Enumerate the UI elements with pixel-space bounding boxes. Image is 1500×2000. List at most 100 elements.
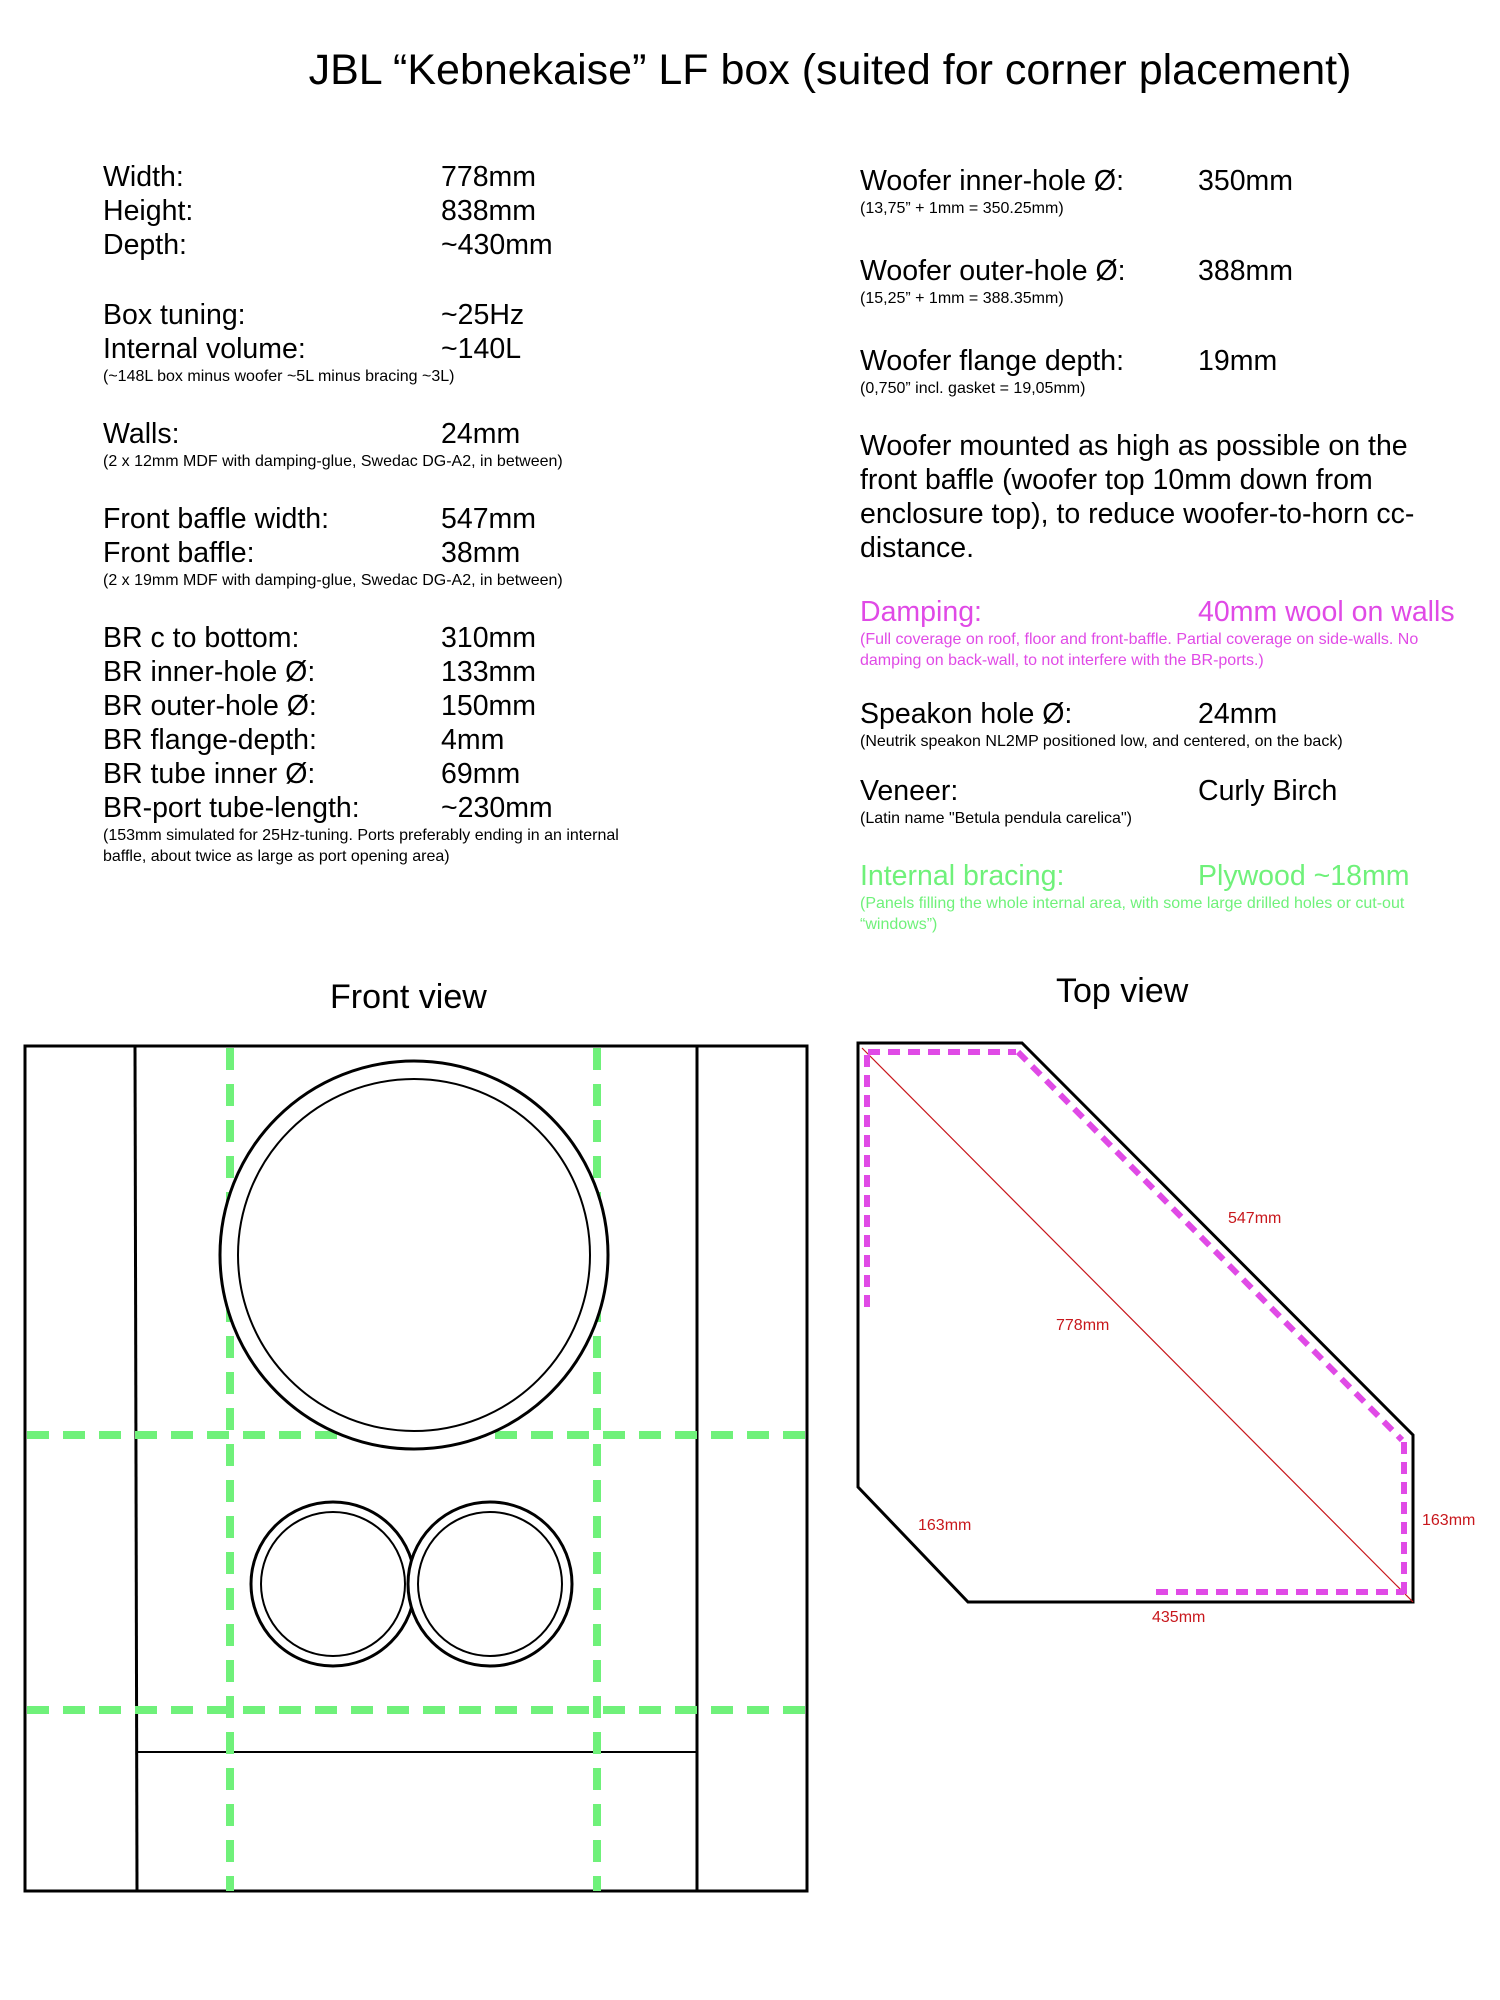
spec-note: (~148L box minus woofer ~5L minus bracin… <box>103 368 455 385</box>
spec-value: 838mm <box>441 195 537 227</box>
spec-note: (Panels filling the whole internal area,… <box>860 895 1405 912</box>
spec-walls: Walls: 24mm <box>103 417 723 451</box>
spec-label: BR outer-hole Ø: <box>103 690 317 722</box>
spec-woofer-outer: Woofer outer-hole Ø: 388mm <box>860 254 1500 288</box>
spec-br-tube-inner: BR tube inner Ø: 69mm <box>103 757 723 791</box>
spec-value: 310mm <box>441 622 537 654</box>
spec-label: Walls: <box>103 418 180 450</box>
spec-value: 4mm <box>441 724 505 756</box>
spec-value: ~25Hz <box>441 299 525 331</box>
spec-depth: Depth: ~430mm <box>103 228 723 262</box>
spec-label: Woofer inner-hole Ø: <box>860 165 1125 197</box>
spec-note: baffle, about twice as large as port ope… <box>103 848 450 865</box>
spec-label: Box tuning: <box>103 299 246 331</box>
spec-speakon: Speakon hole Ø: 24mm <box>860 697 1500 731</box>
dim-547: 547mm <box>1228 1210 1281 1227</box>
page-title: JBL “Kebnekaise” LF box (suited for corn… <box>308 46 1352 94</box>
dim-778: 778mm <box>1056 1317 1109 1334</box>
spec-br-inner-hole: BR inner-hole Ø:133mm <box>103 655 723 689</box>
spec-note: (Full coverage on roof, floor and front-… <box>860 631 1419 648</box>
mount-text: front baffle (woofer top 10mm down from <box>860 464 1373 496</box>
spec-width: Width: 778mm <box>103 160 723 194</box>
spec-value: 388mm <box>1198 255 1294 287</box>
spec-value: 40mm wool on walls <box>1198 596 1455 628</box>
spec-label: Internal volume: <box>103 333 306 365</box>
dim-435: 435mm <box>1152 1609 1205 1626</box>
damping-front-baffle <box>1015 1049 1405 1443</box>
spec-note: (2 x 19mm MDF with damping-glue, Swedac … <box>103 572 563 589</box>
spec-value: ~140L <box>441 333 522 365</box>
spec-label: Damping: <box>860 596 982 628</box>
spec-woofer-flange: Woofer flange depth:19mm <box>860 344 1500 378</box>
spec-note: (Latin name "Betula pendula carelica") <box>860 810 1132 827</box>
spec-label: Depth: <box>103 229 187 261</box>
spec-note: damping on back-wall, to not interfere w… <box>860 652 1264 669</box>
spec-br-c-bottom: BR c to bottom: 310mm <box>103 621 723 655</box>
spec-value: 547mm <box>441 503 537 535</box>
spec-box-tuning: Box tuning: ~25Hz <box>103 298 723 332</box>
spec-value: 24mm <box>441 418 521 450</box>
baffle-edge-left <box>133 1045 139 1892</box>
spec-value: 778mm <box>441 161 537 193</box>
left-specs: Width: 778mm Height: 838mm Depth: ~430mm Bo… <box>103 160 723 867</box>
br-port-left-inner <box>260 1511 406 1657</box>
spec-value: 19mm <box>1198 345 1278 377</box>
spec-note: (Neutrik speakon NL2MP positioned low, a… <box>860 733 1343 750</box>
spec-label: Width: <box>103 161 184 193</box>
spec-br-port-length: BR-port tube-length: ~230mm <box>103 791 723 825</box>
spec-value: 24mm <box>1198 698 1278 730</box>
damping-lines <box>864 1049 1407 1595</box>
spec-front-baffle-width: Front baffle width: 547mm <box>103 502 723 536</box>
diagonal-line <box>861 1047 1414 1603</box>
spec-label: BR-port tube-length: <box>103 792 360 824</box>
spec-label: BR flange-depth: <box>103 724 317 756</box>
spec-value: Curly Birch <box>1198 775 1338 807</box>
spec-label: Woofer outer-hole Ø: <box>860 255 1126 287</box>
spec-label: Speakon hole Ø: <box>860 698 1073 730</box>
spec-value: 350mm <box>1198 165 1294 197</box>
spec-internal-volume: Internal volume: ~140L <box>103 332 723 366</box>
dim-163-right: 163mm <box>1422 1512 1475 1529</box>
front-view-title: Front view <box>330 978 487 1016</box>
br-port-left-outer <box>249 1500 417 1668</box>
dim-163-left: 163mm <box>918 1517 971 1534</box>
spec-br-flange-depth: BR flange-depth: 4mm <box>103 723 723 757</box>
mount-text: enclosure top), to reduce woofer-to-horn… <box>860 498 1415 530</box>
enclosure-outline <box>23 1044 809 1893</box>
spec-label: Veneer: <box>860 775 959 807</box>
spec-note: (2 x 12mm MDF with damping-glue, Swedac … <box>103 453 563 470</box>
mount-text: Woofer mounted as high as possible on th… <box>860 430 1408 462</box>
spec-value: ~230mm <box>441 792 553 824</box>
spec-label: Internal bracing: <box>860 860 1065 892</box>
spec-value: 133mm <box>441 656 537 688</box>
bracing-lines <box>27 1048 805 1891</box>
spec-value: 38mm <box>441 537 521 569</box>
spec-label: BR tube inner Ø: <box>103 758 316 790</box>
top-view-title: Top view <box>1056 972 1189 1010</box>
spec-note: (0,750” incl. gasket = 19,05mm) <box>860 380 1086 397</box>
spec-label: BR c to bottom: <box>103 622 300 654</box>
spec-woofer-inner: Woofer inner-hole Ø: 350mm <box>860 164 1500 198</box>
spec-note: “windows”) <box>860 916 938 933</box>
spec-value: 150mm <box>441 690 537 722</box>
spec-damping: Damping: 40mm wool on walls <box>860 595 1500 629</box>
spec-note: (15,25” + 1mm = 388.35mm) <box>860 290 1064 307</box>
mount-text: distance. <box>860 532 975 564</box>
top-view-drawing: 547mm 778mm 163mm 163mm 435mm <box>856 1041 1475 1626</box>
spec-label: Front baffle: <box>103 537 255 569</box>
spec-bracing: Internal bracing: Plywood ~18mm <box>860 859 1500 893</box>
br-port-right-inner <box>417 1511 563 1657</box>
spec-label: Front baffle width: <box>103 503 330 535</box>
br-port-right-outer <box>406 1500 574 1668</box>
spec-note: (153mm simulated for 25Hz-tuning. Ports … <box>103 827 619 844</box>
woofer-inner-circle <box>237 1078 591 1432</box>
spec-front-baffle: Front baffle: 38mm <box>103 536 723 570</box>
spec-note: (13,75” + 1mm = 350.25mm) <box>860 200 1064 217</box>
spec-br-outer-hole: BR outer-hole Ø: 150mm <box>103 689 723 723</box>
spec-veneer: Veneer: Curly Birch <box>860 774 1500 808</box>
spec-label: Height: <box>103 195 194 227</box>
spec-value: Plywood ~18mm <box>1198 860 1410 892</box>
spec-value: ~430mm <box>441 229 553 261</box>
spec-value: 69mm <box>441 758 521 790</box>
